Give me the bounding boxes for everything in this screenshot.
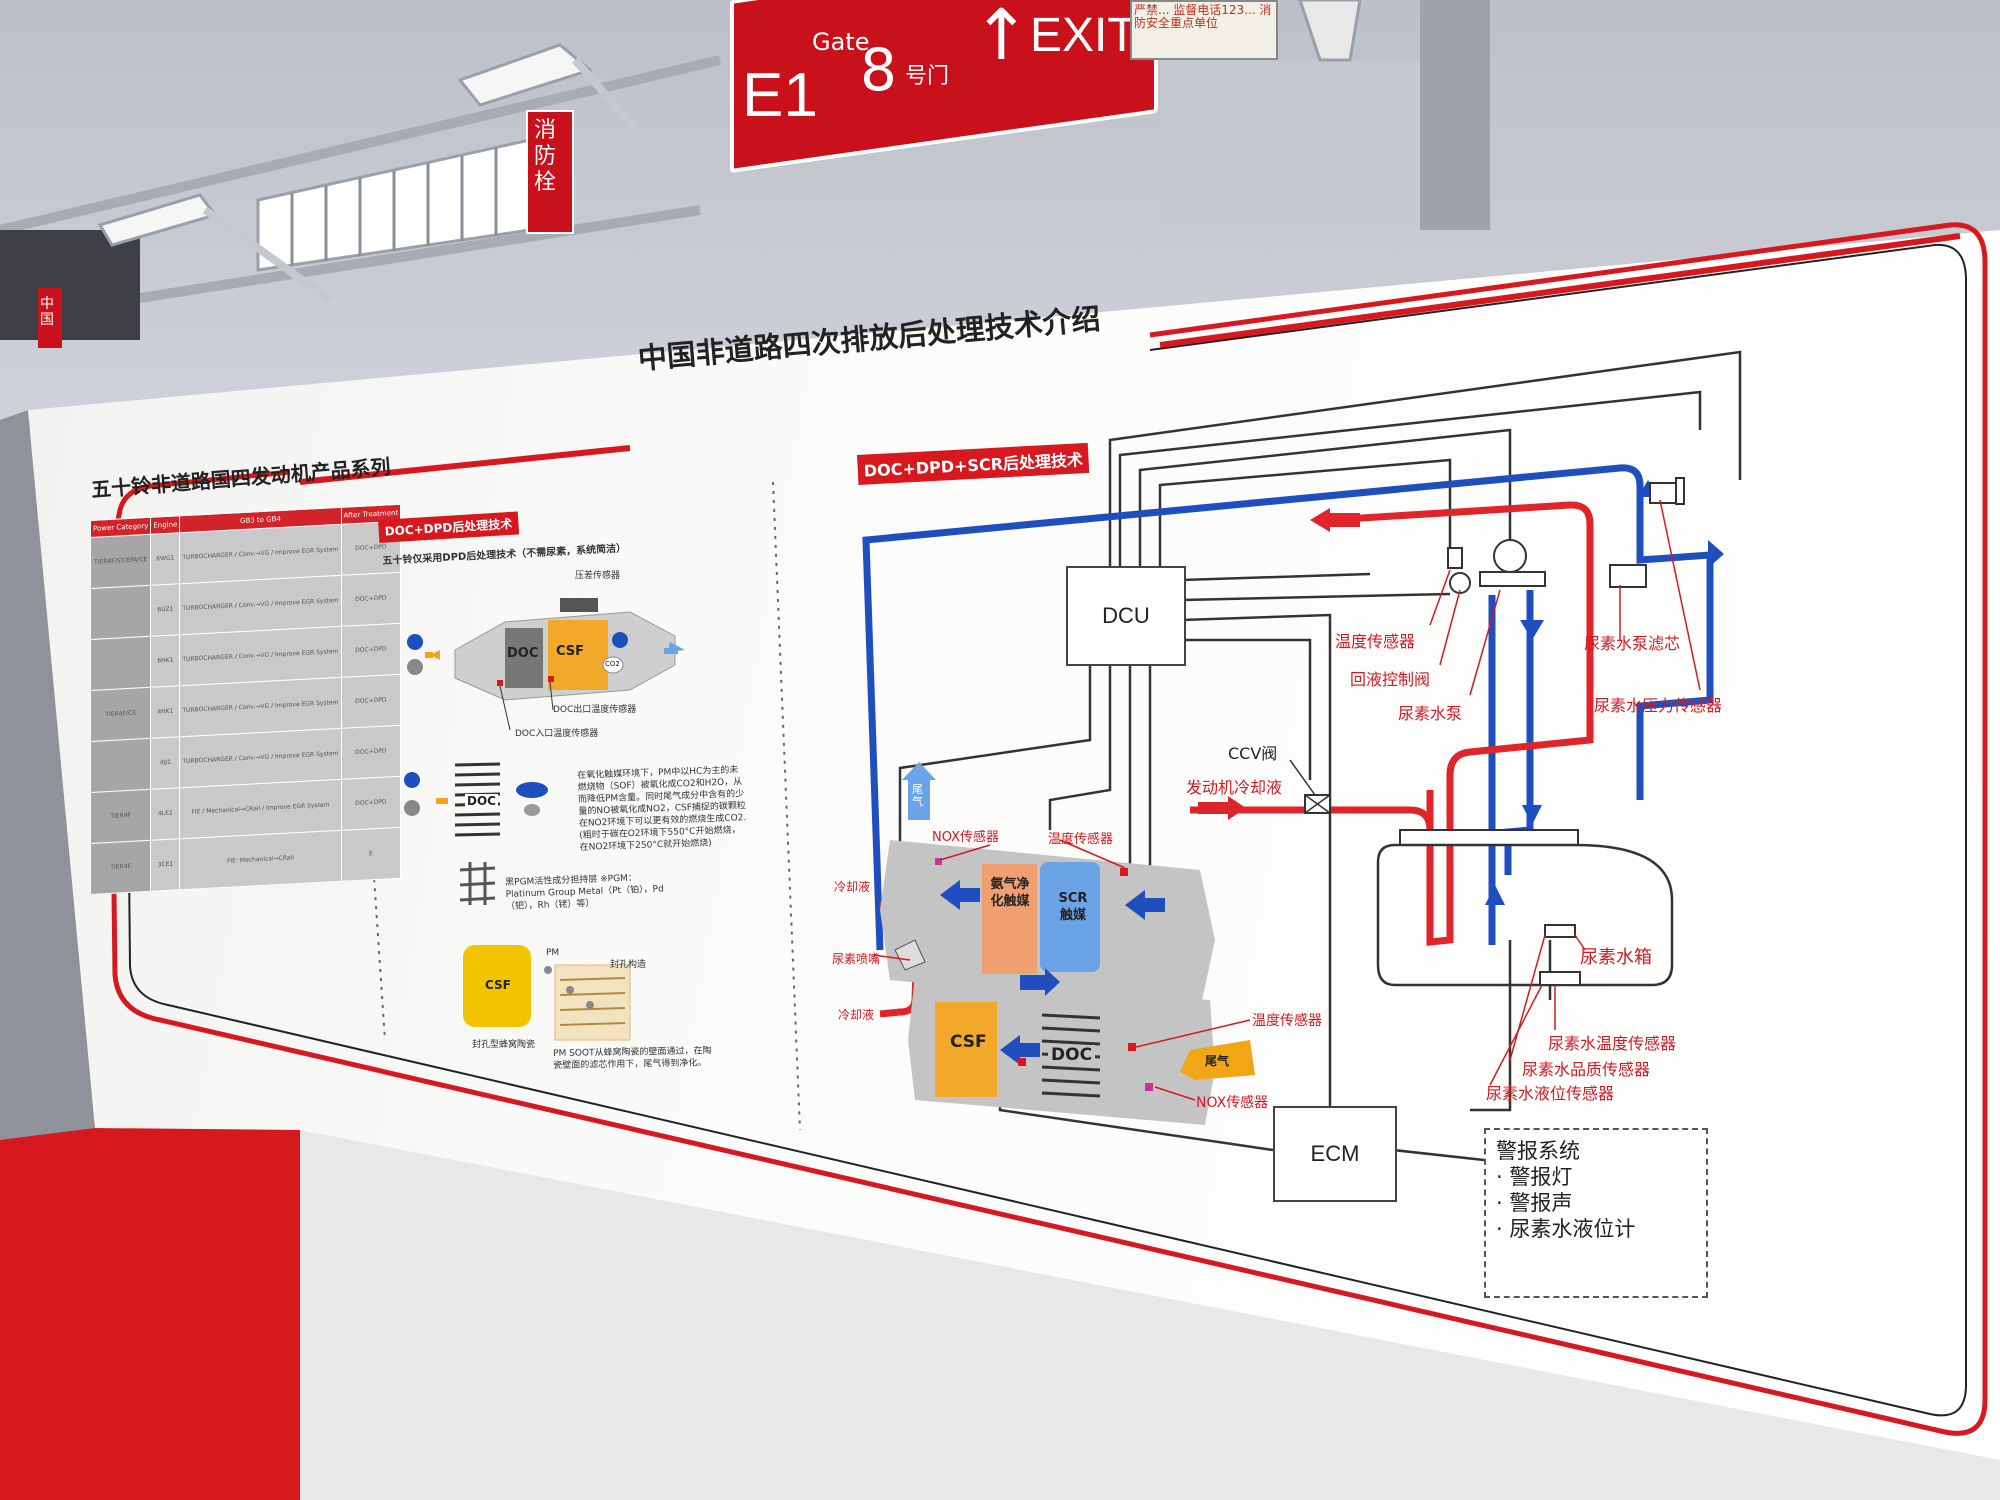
doc-inlet-temp-label: DOC入口温度传感器	[515, 729, 599, 739]
coolant-out-label: 冷却液	[838, 1008, 875, 1022]
table-cell: DOC+DPD	[341, 623, 401, 678]
table-cell: FIE: Mechanical→CRail	[179, 830, 341, 890]
table-cell: TIER4F/CE	[90, 687, 151, 742]
urea-tank-label: 尿素水箱	[1580, 947, 1652, 968]
dcu-box: DCU	[1066, 566, 1186, 666]
table-cell: TURBOCHARGER / Conv.→VG / Improve EGR Sy…	[179, 677, 341, 737]
pump-temp-sensor-label: 温度传感器	[1335, 632, 1416, 651]
alarm-title: 警报系统	[1496, 1139, 1580, 1163]
table-cell: TURBOCHARGER / Conv.→VG / Improve EGR Sy…	[179, 524, 341, 584]
table-cell: TIER4F	[90, 789, 151, 844]
doc-honeycomb-label: DOC	[465, 794, 498, 808]
soot-filter-description: PM SOOT从蜂窝陶瓷的壁面通过，在陶瓷壁面的滤芯作用下，尾气得到净化。	[553, 1046, 712, 1071]
table-cell: TURBOCHARGER / Conv.→VG / Improve EGR Sy…	[179, 575, 341, 635]
table-cell: TURBOCHARGER / Conv.→VG / Improve EGR Sy…	[179, 626, 341, 686]
exit-word: EXIT	[1030, 9, 1137, 62]
doc-label-lower: DOC	[1048, 1045, 1096, 1065]
csf-label: CSF	[556, 644, 585, 659]
table-cell: 4LE2	[150, 787, 180, 841]
table-cell	[90, 738, 151, 793]
gate-number: 8	[860, 36, 897, 104]
temp-sensor-lower-label: 温度传感器	[1252, 1013, 1322, 1029]
urea-level-sensor-label: 尿素水液位传感器	[1486, 1084, 1615, 1103]
pm-label: PM	[546, 948, 560, 958]
oxidation-description: 在氧化触媒环境下，PM中以HC为主的未燃烧物（SOF）被氧化成CO2和H2O，从…	[577, 765, 747, 853]
ecm-box: ECM	[1273, 1106, 1397, 1202]
nox-sensor-lower-label: NOX传感器	[1196, 1095, 1269, 1111]
pressure-sensor-label: 压差传感器	[575, 571, 621, 581]
urea-nozzle-label: 尿素喷嘴	[832, 952, 881, 966]
urea-pressure-sensor-label: 尿素水压力传感器	[1594, 696, 1723, 715]
left-red-sign	[38, 288, 62, 348]
temp-sensor-upper-label: 温度传感器	[1048, 832, 1114, 847]
co2-label: CO2	[605, 660, 620, 668]
doc-outlet-temp-label: DOC出口温度传感器	[553, 705, 637, 715]
ccv-valve-label: CCV阀	[1228, 744, 1278, 763]
lamp-icon	[1298, 0, 1362, 62]
csf-ceramic-drawing	[463, 945, 631, 1041]
table-cell: 3CE1	[150, 838, 180, 892]
coolant-in-label: 冷却液	[834, 880, 871, 894]
exhaust-out-label: 尾气	[912, 783, 923, 808]
table-cell: FIE / Mechanical→CRail / Improve EGR Sys…	[179, 779, 341, 839]
table-cell: DOC+DPD	[341, 776, 401, 831]
lamp-icon	[97, 193, 333, 304]
exhaust-in-label: 尾气	[1205, 1054, 1230, 1068]
safety-plate: 严禁... 监督电话123... 消防安全重点单位	[1130, 0, 1278, 60]
nox-sensor-upper-label: NOX传感器	[932, 830, 1000, 845]
red-arrow-icon	[1310, 508, 1330, 532]
table-cell: TIER4F	[90, 840, 151, 895]
table-cell: TIER4F/ST/EPA/CE	[90, 534, 151, 589]
urea-temp-sensor-label: 尿素水温度传感器	[1548, 1034, 1677, 1053]
sealed-structure-label: 封孔构造	[610, 960, 647, 970]
table-cell: TURBOCHARGER / Conv.→VG / Improve EGR Sy…	[179, 728, 341, 788]
urea-pump-label: 尿素水泵	[1398, 704, 1463, 723]
table-cell	[90, 636, 151, 691]
porous-ceramic-label: 封孔型蜂窝陶瓷	[472, 1040, 536, 1050]
engine-spec-table: Power Category Engine GB3 to GB4 After T…	[90, 504, 401, 895]
table-cell: DOC+DPD	[341, 674, 401, 729]
fire-hydrant-sign	[526, 110, 574, 234]
table-cell: DOC+DPD	[341, 725, 401, 780]
alarm-system-box: 警报系统 · 警报灯 · 警报声 · 尿素水液位计	[1484, 1128, 1708, 1298]
scr-canister-drawing	[880, 762, 1215, 1010]
doc-honeycomb-drawing	[404, 762, 548, 905]
red-carpet	[0, 1120, 300, 1500]
urea-pump-filter-label: 尿素水泵滤芯	[1584, 634, 1681, 653]
ammonia-catalyst-label: 氨气净化触媒	[990, 877, 1030, 909]
table-header: Engine	[150, 515, 180, 535]
table-cell: 4HK1	[150, 685, 180, 739]
csf-ceramic-label: CSF	[485, 978, 511, 992]
csf-label-lower: CSF	[950, 1032, 987, 1052]
exit-sign-board	[960, 0, 1130, 90]
alarm-item: · 警报声	[1496, 1191, 1573, 1215]
doc-label: DOC	[507, 646, 539, 661]
return-valve-label: 回液控制阀	[1350, 670, 1431, 689]
table-cell: 4JJ1	[150, 736, 180, 790]
alarm-item: · 尿素水液位计	[1496, 1217, 1636, 1241]
table-cell	[90, 585, 151, 640]
table-cell: DOC+DPD	[341, 572, 401, 627]
red-arrow-icon	[1228, 796, 1246, 820]
scr-catalyst-label: SCR触媒	[1058, 891, 1088, 923]
alarm-item: · 警报灯	[1496, 1165, 1573, 1189]
gate-suffix: 号门	[905, 64, 950, 89]
table-cell: 6WG1	[150, 532, 180, 586]
urea-tank-drawing	[1376, 829, 1674, 987]
arrow-up-icon: ↑	[972, 0, 1031, 76]
engine-coolant-label: 发动机冷却液	[1186, 778, 1283, 797]
fire-hydrant-text: 消防栓	[534, 118, 557, 195]
pgm-description: 黑PGM活性成分担持层 ※PGM：Platinum Group Metal（Pt…	[505, 873, 664, 912]
lamp-icon	[457, 43, 693, 193]
gate-word: Gate	[812, 28, 870, 56]
table-cell: 6HK1	[150, 634, 180, 688]
table-cell: 6UZ1	[150, 583, 180, 637]
urea-quality-sensor-label: 尿素水品质传感器	[1522, 1060, 1651, 1079]
dpd-filter-drawing	[407, 598, 685, 731]
gate-code: E1	[742, 61, 818, 130]
table-cell: E	[341, 827, 401, 882]
left-red-sign-text: 中国	[40, 296, 54, 328]
